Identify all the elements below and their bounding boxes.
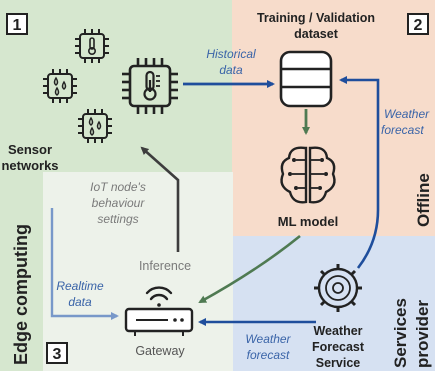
historical-label-line2: data [219,63,243,77]
weather-service-label-line3: Service [316,356,361,370]
offline-label: Offline [414,173,433,227]
gear-icon [314,264,362,312]
ml-model-label: ML model [278,214,338,229]
dataset-label-line2: dataset [294,27,339,41]
services-label-line2: provider [413,300,432,368]
region-2-number: 2 [414,17,423,34]
wifi-icon [145,286,173,307]
inference-label: Inference [139,259,191,273]
realtime-label-line2: data [68,295,92,309]
services-label-line1: Services [391,298,410,368]
iot-label-line1: IoT node's [90,180,146,194]
iot-label-line2: behaviour [92,196,146,210]
brain-circuit-icon [280,146,336,204]
sensor-networks-label-line1: Sensor [8,142,52,157]
region-2-badge: 2 [407,13,429,35]
main-sensor-chip-icon [122,58,178,114]
sensor-networks-label-line2: networks [1,158,58,173]
edge-computing-label: Edge computing [11,224,31,365]
weather-label-line2: forecast [381,123,424,137]
humidity-chip-icon [43,69,77,103]
region-3-number: 3 [53,346,62,363]
weather-service-label-line1: Weather [313,324,362,338]
database-icon [279,50,333,108]
region-1-number: 1 [13,17,22,34]
region-3-badge: 3 [46,342,68,364]
realtime-data-arrow [50,208,119,320]
offline-region [232,0,435,236]
historical-label-line1: Historical [206,47,256,61]
gateway-to-sensors-arrow [140,146,180,252]
dataset-label-line1: Training / Validation [257,11,375,25]
weather-to-dataset-arrow [339,76,380,269]
ml-to-gateway-arrow [198,234,301,304]
weather-gw-label-line2: forecast [247,348,290,362]
region-1-badge: 1 [6,13,28,35]
services-region [232,236,435,371]
humidity-chip-icon-2 [78,109,112,143]
weather-label-line1: Weather [384,107,430,121]
iot-label-line3: settings [97,212,138,226]
weather-gw-label-line1: Weather [245,332,291,346]
gateway-label: Gateway [135,344,185,358]
router-icon [124,307,194,336]
realtime-label-line1: Realtime [56,279,104,293]
gateway-region [43,172,233,371]
thermometer-chip-icon [75,29,109,63]
weather-service-label-line2: Forecast [312,340,365,354]
